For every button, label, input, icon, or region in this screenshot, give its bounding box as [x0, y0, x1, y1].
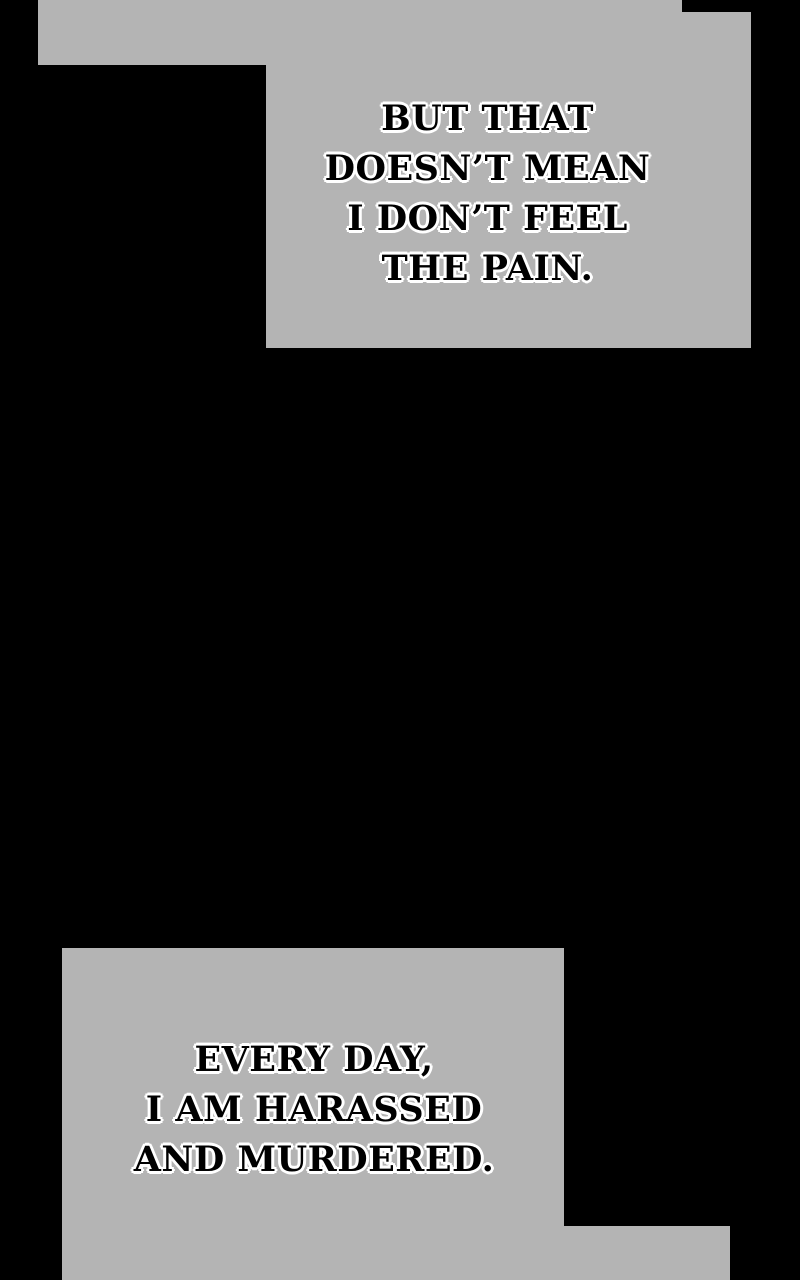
- top-caption-panel: BUT THAT DOESN’T MEAN I DON’T FEEL THE P…: [266, 12, 751, 348]
- caption-line: EVERY DAY,: [194, 1039, 434, 1080]
- caption-line: I DON’T FEEL: [347, 198, 628, 239]
- top-caption-text: BUT THAT DOESN’T MEAN I DON’T FEEL THE P…: [245, 94, 730, 294]
- bottom-caption-panel: EVERY DAY, I AM HARASSED AND MURDERED.: [62, 948, 564, 1280]
- caption-line: AND MURDERED.: [133, 1139, 495, 1180]
- top-panel-notch: [600, 0, 682, 12]
- caption-line: DOESN’T MEAN: [324, 148, 651, 189]
- caption-line: I AM HARASSED: [145, 1089, 483, 1130]
- bottom-caption-text: EVERY DAY, I AM HARASSED AND MURDERED.: [63, 1035, 565, 1185]
- caption-line: THE PAIN.: [381, 248, 594, 289]
- caption-line: BUT THAT: [381, 98, 594, 139]
